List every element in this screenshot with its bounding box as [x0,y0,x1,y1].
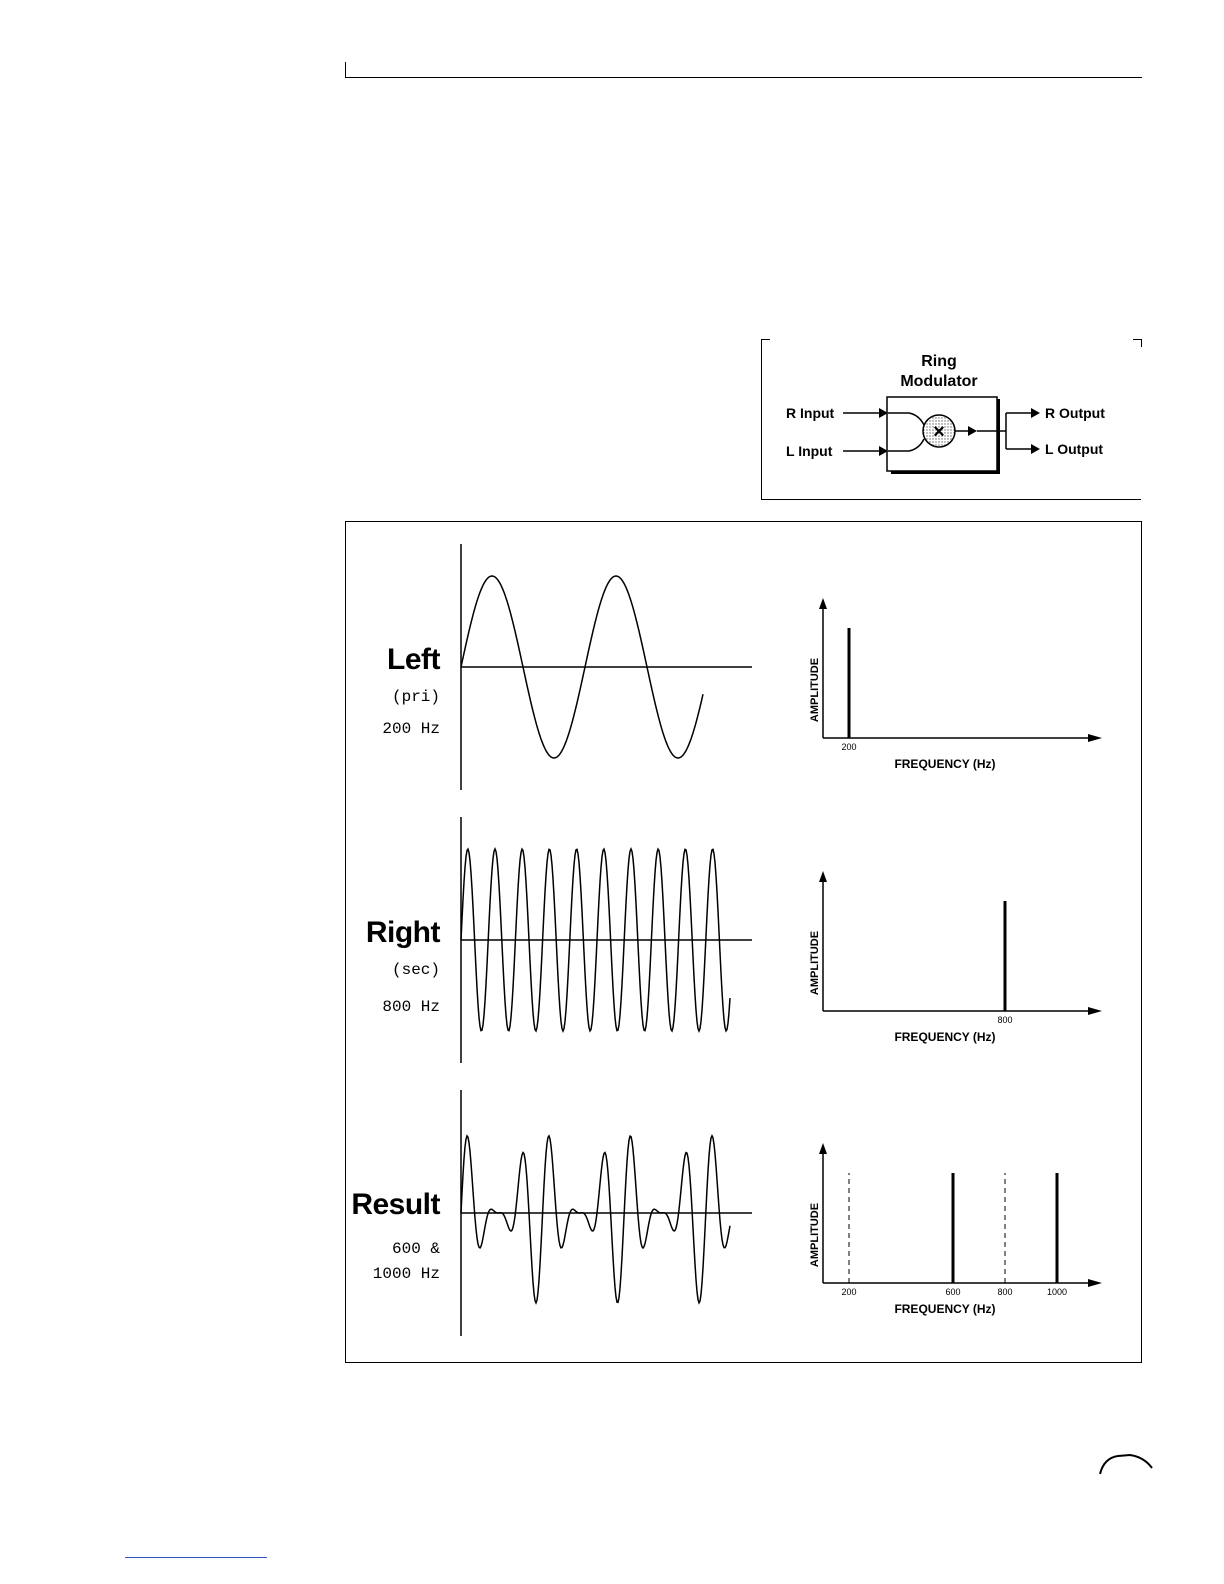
rm-title-line1: Ring [921,353,957,370]
panel-left-sub1: (pri) [330,688,440,706]
left-waveform-plot [455,540,760,795]
result-spectrum-plot: AMPLITUDE FREQUENCY (Hz) 200 600 800 1000 [800,1140,1110,1325]
result-waveform-plot [455,1086,760,1341]
arrow-head-icon [819,1143,827,1154]
spectrum-ylabel: AMPLITUDE [809,931,821,995]
right-waveform-plot [455,813,760,1068]
spectrum-tick-label: 200 [841,742,856,752]
multiply-symbol: × [933,421,945,443]
arrow-head-icon [819,871,827,882]
spectrum-xlabel: FREQUENCY (Hz) [894,1302,995,1316]
spectrum-tick-label: 800 [997,1287,1012,1297]
spectrum-ylabel: AMPLITUDE [809,1203,821,1267]
result-waveform-trace [461,1136,730,1303]
panel-result-sub1: 600 & [330,1240,440,1258]
ring-modulator-diagram: Ring Modulator R Input L Input × R Outpu… [761,339,1141,500]
spectrum-tick-label: 200 [841,1287,856,1297]
l-signal-path [888,439,924,451]
spectrum-xlabel: FREQUENCY (Hz) [894,757,995,771]
spectrum-xlabel: FREQUENCY (Hz) [894,1030,995,1044]
panel-left-title: Left [330,643,440,677]
spectrum-ylabel: AMPLITUDE [809,658,821,722]
right-spectrum-plot: AMPLITUDE FREQUENCY (Hz)800 [800,868,1110,1053]
rm-block-shadow [891,471,999,474]
rm-title-line2: Modulator [900,373,977,390]
page-corner-mark-icon [1096,1450,1158,1480]
panel-result-sub2: 1000 Hz [330,1265,440,1283]
spectrum-tick-label: 600 [945,1287,960,1297]
arrow-head-icon [1088,1007,1102,1015]
r-output-label: R Output [1045,405,1105,421]
panel-left-sub2: 200 Hz [330,720,440,738]
panel-result-title: Result [330,1188,440,1222]
header-rule [345,62,1142,78]
arrow-head-icon [1031,408,1040,418]
l-input-label: L Input [786,443,833,459]
spectrum-tick-label: 800 [997,1015,1012,1025]
arrow-head-icon [819,598,827,609]
l-output-label: L Output [1045,441,1103,457]
left-spectrum-plot: AMPLITUDE FREQUENCY (Hz) 200 [800,595,1110,780]
spectrum-tick-label: 1000 [1047,1287,1067,1297]
r-input-label: R Input [786,405,835,421]
panel-right-sub2: 800 Hz [330,998,440,1016]
frame-corner [1141,339,1142,347]
arrow-head-icon [1088,1279,1102,1287]
arrow-head-icon [1088,734,1102,742]
rm-block-shadow [997,399,1000,474]
arrow-head-icon [1031,444,1040,454]
frame-top-rule [345,521,1142,522]
arrow-head-icon [968,426,977,436]
panel-right-sub1: (sec) [330,961,440,979]
panel-right-title: Right [330,916,440,950]
footer-link-underline [125,1557,267,1558]
r-signal-path [888,413,924,425]
